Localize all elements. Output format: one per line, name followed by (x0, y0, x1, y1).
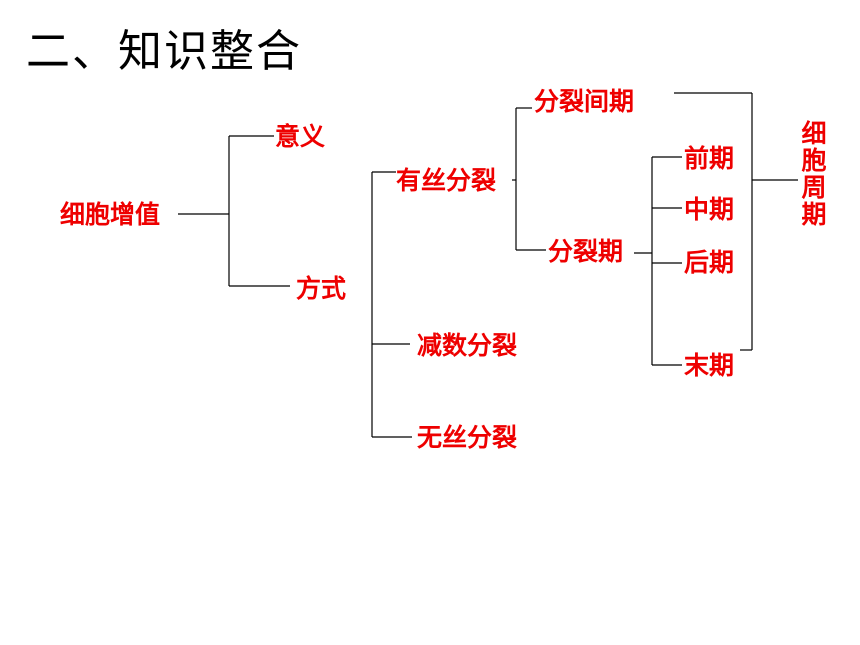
node-significance: 意义 (275, 122, 326, 151)
node-cell-cycle: 细 胞 周 期 (799, 120, 829, 228)
cell-cycle-char: 期 (801, 200, 827, 229)
node-cell-proliferation: 细胞增值 (60, 200, 161, 229)
node-anaphase: 后期 (684, 248, 735, 277)
node-division-phase: 分裂期 (548, 237, 624, 266)
node-method: 方式 (296, 274, 347, 303)
node-telophase: 末期 (684, 351, 735, 380)
node-amitosis: 无丝分裂 (417, 423, 518, 452)
node-metaphase: 中期 (684, 195, 735, 224)
cell-cycle-char: 周 (801, 173, 827, 202)
node-mitosis: 有丝分裂 (396, 166, 497, 195)
page-title: 二、知识整合 (26, 26, 302, 77)
node-interphase: 分裂间期 (534, 87, 635, 116)
cell-cycle-char: 细 (801, 119, 827, 148)
node-prophase: 前期 (684, 144, 735, 173)
cell-cycle-char: 胞 (801, 146, 827, 175)
node-meiosis: 减数分裂 (417, 331, 518, 360)
